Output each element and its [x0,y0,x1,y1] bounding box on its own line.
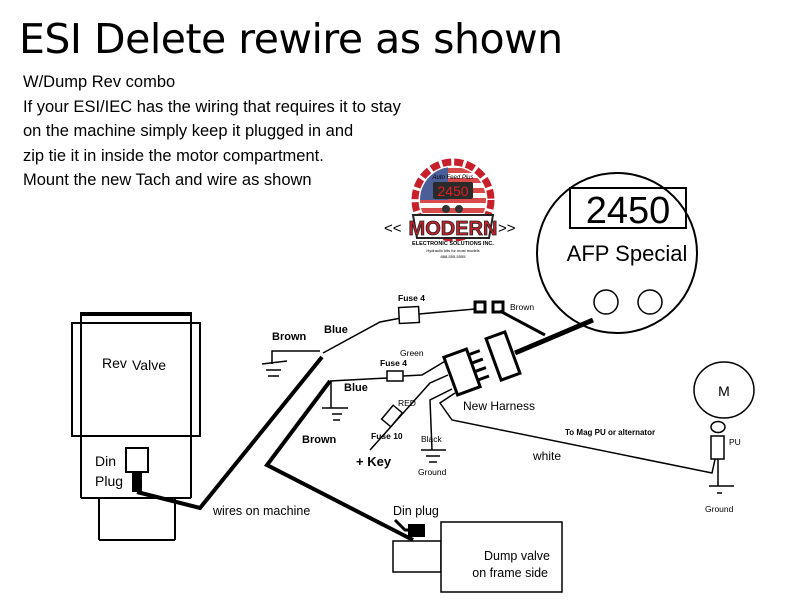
din-plug-connector [132,472,142,492]
logo-right-arrows: >> [498,220,516,237]
intro-text: W/Dump Rev combo If your ESI/IEC has the… [23,70,401,193]
tach-display [569,187,687,229]
dump-valve-label: Dump valve [484,549,550,563]
fuse-middle [386,370,404,382]
blue-lower-label: Blue [344,382,368,394]
pu-tip [710,420,726,434]
tachometer: 2450 AFP Special [536,172,698,334]
tach-label: AFP Special [567,241,688,266]
modern-logo: Auto Feed Plus 2450 MODERN ELECTRONIC SO… [384,158,516,259]
fuse-upper-label: Fuse 4 [398,293,425,303]
pu-label: PU [729,437,741,447]
white-wire [438,392,717,474]
plug-label: Plug [95,473,123,489]
fuse-middle-label: Fuse 4 [380,358,407,368]
din-plug-label: Din plug [393,504,439,518]
motor-ground-label: Ground [705,504,734,514]
motor: M PU Ground [693,361,755,514]
logo-brand: MODERN [409,218,498,240]
tach-reading: 2450 [586,190,671,232]
fuse-upper [397,305,421,325]
black-label: Black [421,434,443,444]
logo-ring [411,158,495,242]
page-title: ESI Delete rewire as shown [19,15,563,63]
logo-display-value: 2450 [437,183,468,199]
intro-line: zip tie it in inside the motor compartme… [23,146,324,165]
logo-knob [442,205,450,213]
wires-on-machine-label: wires on machine [212,504,310,518]
red-wire [369,374,449,451]
logo-knob [455,205,463,213]
red-label: RED [398,398,416,408]
logo-tagline: Hydraulic kits for most models [426,248,479,253]
rev-valve: Rev Valve Din Plug [71,312,201,541]
dump-valve-body [440,521,563,593]
rev-valve-outer [71,322,201,437]
butt-connector [491,300,505,314]
tach-button [637,289,663,315]
logo-company: ELECTRONIC SOLUTIONS INC. [412,241,494,247]
rev-label: Rev [102,355,127,371]
ground-icon [261,360,288,365]
green-label: Green [400,348,424,358]
upper-brown-ground: Brown [261,331,320,377]
logo-display [433,182,473,199]
logo-banner [411,214,495,239]
brown-right-label: Brown [510,302,534,312]
fuse-key-label: Fuse 10 [371,431,403,441]
fuse-key [380,404,404,428]
logo-left-arrows: << [384,220,402,237]
blue-upper-wire [322,317,402,354]
lower-blue-ground: Blue Brown [302,377,388,446]
logo-top-text: Auto Feed Plus [431,175,473,181]
blue-upper-label: Blue [324,324,348,336]
tach-cable [514,317,594,356]
intro-line: W/Dump Rev combo [23,73,176,91]
motor-circle [693,361,755,419]
motor-label: M [718,383,730,399]
frame-side-label: on frame side [472,566,548,580]
machine-wires: wires on machine [136,355,414,542]
machine-wire-upper [136,355,324,511]
din-label: Din [95,453,116,469]
machine-wire-lower [263,379,414,542]
white-label: white [532,449,561,463]
key-label: + Key [356,454,392,469]
dump-valve: Din plug Dump valve on frame side [392,504,563,593]
brown-upper-label: Brown [272,331,307,343]
logo-phone: 888-555-5555 [441,254,467,259]
brown-lower-label: Brown [302,434,337,446]
butt-connector [473,300,487,314]
din-plug-socket [125,447,149,473]
new-harness-connector: New Harness [441,329,535,413]
intro-line: If your ESI/IEC has the wiring that requ… [23,97,401,116]
mag-pu-label: To Mag PU or alternator [565,428,655,437]
intro-line: Mount the new Tach and wire as shown [23,171,312,189]
ground-harness-label: Ground [418,467,447,477]
tach-button [593,289,619,315]
valve-label: Valve [132,357,166,373]
new-harness-label: New Harness [463,399,535,413]
pu-sensor [710,435,725,460]
intro-line: on the machine simply keep it plugged in… [23,122,354,140]
black-wire [429,388,453,451]
dump-din-plug [408,524,425,537]
